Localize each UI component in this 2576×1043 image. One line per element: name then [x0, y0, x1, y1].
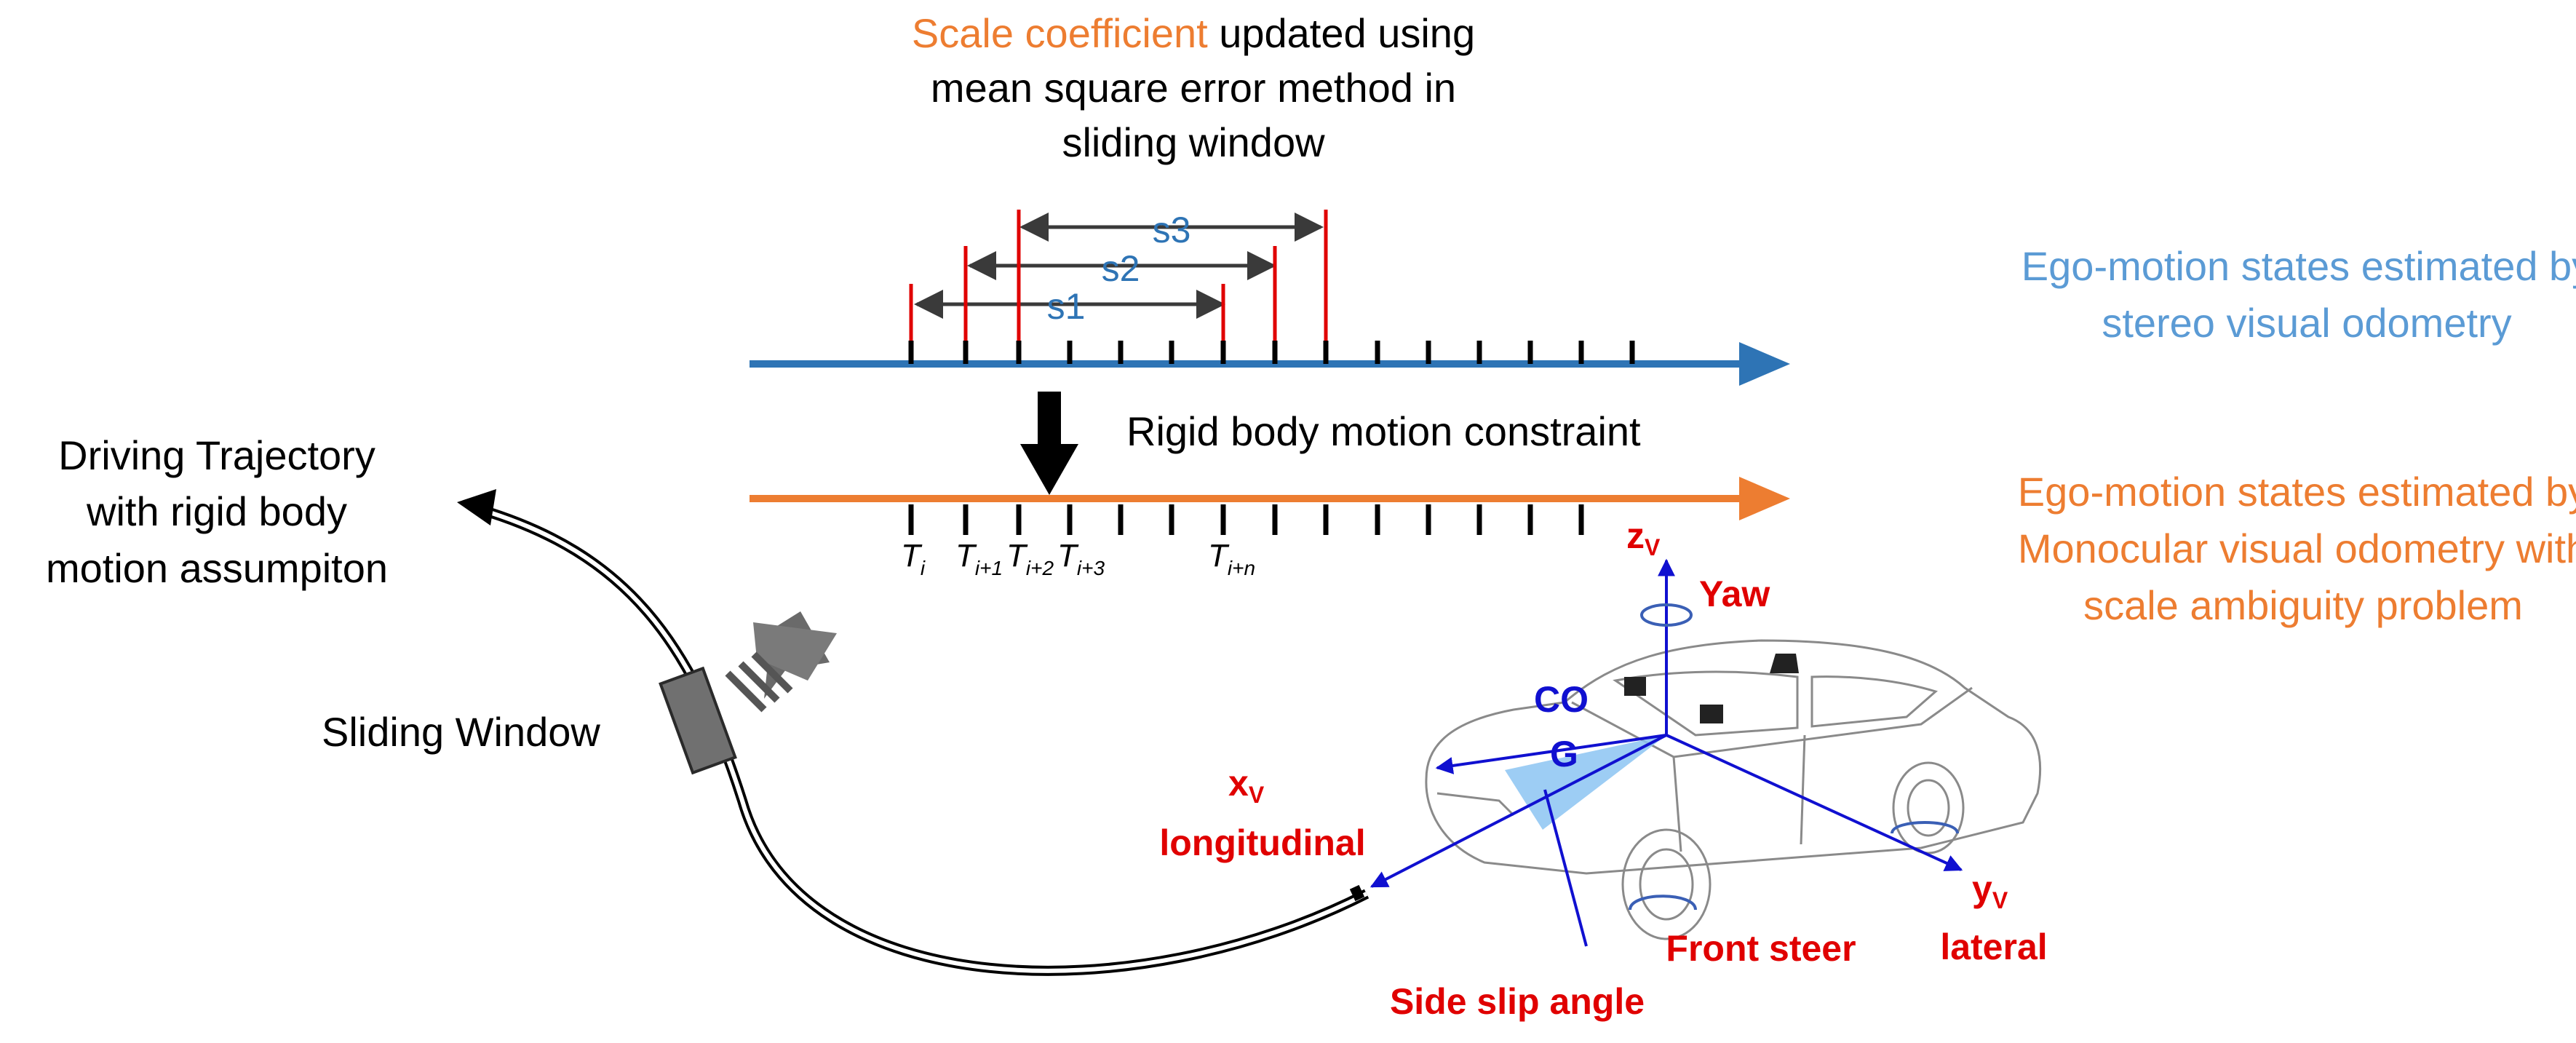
lateral-rotation-arrow	[1891, 821, 1959, 834]
top-note-line3: sliding window	[1062, 119, 1325, 165]
car-front-wheel-rim	[1639, 848, 1694, 921]
x-axis-velocity	[1370, 734, 1667, 888]
car-rear-window	[1810, 675, 1939, 728]
time-label-ti1: Ti+1	[955, 538, 1003, 579]
car-rear-wheel	[1892, 761, 1965, 854]
mono-axis-arrowhead	[1739, 477, 1790, 520]
mono-timeline	[750, 477, 1790, 535]
time-label-tin: Ti+n	[1208, 538, 1255, 579]
motion-arrow-stripe	[738, 661, 780, 703]
side-slip-wedge	[1505, 735, 1666, 830]
time-label-ti2: Ti+2	[1006, 538, 1054, 579]
time-labels: Ti Ti+1 Ti+2 Ti+3 Ti+n	[901, 538, 1255, 579]
longitudinal-label: longitudinal	[1159, 822, 1365, 863]
driving-trajectory	[457, 489, 1370, 976]
car-front-wheel	[1621, 828, 1712, 940]
stereo-cameras	[1624, 654, 1799, 723]
sliding-window-label: Sliding Window	[322, 709, 600, 755]
trajectory-end-cap	[1349, 884, 1365, 902]
window-s3-label: s3	[1153, 210, 1191, 250]
window-s2-label: s2	[1102, 248, 1140, 289]
xv-label: xV	[1228, 763, 1265, 808]
car-door-line	[1800, 734, 1806, 845]
sliding-window-block	[659, 666, 737, 775]
vehicle-labels: zV Yaw CO G xV longitudinal yV lateral F…	[1159, 515, 2047, 1022]
motion-arrow-stripe	[725, 670, 767, 713]
yv-label: yV	[1972, 868, 2008, 913]
trajectory-label-line2: with rigid body	[86, 488, 347, 534]
steer-rotation-arrow	[1629, 895, 1697, 911]
slip-leader	[1543, 789, 1588, 947]
window-spans: s3 s2 s1	[914, 210, 1324, 327]
car-headlight	[1436, 792, 1515, 817]
scale-coefficient-highlight: Scale coefficient	[912, 10, 1208, 56]
stereo-label-line2: stereo visual odometry	[2102, 300, 2511, 346]
cog-label-line2: G	[1550, 734, 1578, 774]
top-note-line2: mean square error method in	[931, 65, 1456, 111]
constraint-arrow	[1020, 392, 1078, 495]
window-s1-label: s1	[1047, 286, 1086, 327]
time-label-ti3: Ti+3	[1057, 538, 1105, 579]
front-steer-label: Front steer	[1666, 928, 1856, 969]
x-axis-heading	[1435, 734, 1667, 774]
stereo-timeline	[750, 341, 1790, 386]
mono-label-line1: Ego-motion states estimated by	[2018, 469, 2576, 515]
constraint-arrow-head	[1020, 444, 1078, 495]
yaw-label: Yaw	[1699, 574, 1770, 614]
car-illustration	[1425, 639, 2042, 940]
constraint-label: Rigid body motion constraint	[1126, 408, 1641, 454]
camera-icon	[1770, 654, 1799, 673]
trajectory-label-line1: Driving Trajectory	[58, 432, 375, 478]
trajectory-inner	[480, 507, 1368, 973]
y-axis	[1666, 734, 1963, 871]
mono-label-line3: scale ambiguity problem	[2083, 582, 2523, 628]
vehicle-axes	[1370, 558, 1963, 947]
car-body-outline	[1425, 639, 2042, 875]
side-slip-label: Side slip angle	[1390, 981, 1645, 1022]
motion-arrow-head	[753, 622, 837, 681]
car-door-line	[1672, 756, 1682, 852]
camera-icon	[1624, 677, 1646, 696]
stereo-label-line1: Ego-motion states estimated by	[2022, 243, 2576, 289]
mono-ticks	[908, 504, 1584, 535]
top-note-line1: Scale coefficient updated using	[912, 10, 1475, 56]
cog-label-line1: CO	[1534, 679, 1589, 720]
car-rear-wheel-rim	[1907, 779, 1950, 837]
zv-label: zV	[1626, 515, 1661, 560]
window-boundaries	[909, 210, 1328, 341]
top-note-line1-rest: updated using	[1208, 10, 1475, 56]
constraint-arrow-shaft	[1038, 392, 1061, 446]
trajectory-arrowhead	[457, 489, 496, 526]
trajectory-label-line3: motion assumpiton	[46, 545, 388, 591]
camera-icon	[1700, 705, 1723, 723]
window-block-rect	[659, 666, 737, 775]
motion-arrow-stripe	[751, 651, 793, 694]
lateral-label: lateral	[1940, 927, 2047, 967]
stereo-ticks	[908, 341, 1635, 364]
rotation-indicators	[1629, 603, 1959, 911]
motion-direction-arrow	[725, 611, 837, 713]
stereo-axis-arrowhead	[1739, 342, 1790, 386]
car-beltline	[1571, 686, 1973, 758]
mono-label-line2: Monocular visual odometry with	[2018, 526, 2576, 571]
yaw-rotation-arrow	[1640, 603, 1693, 627]
time-label-ti: Ti	[901, 538, 926, 579]
car-front-window	[1613, 670, 1799, 737]
